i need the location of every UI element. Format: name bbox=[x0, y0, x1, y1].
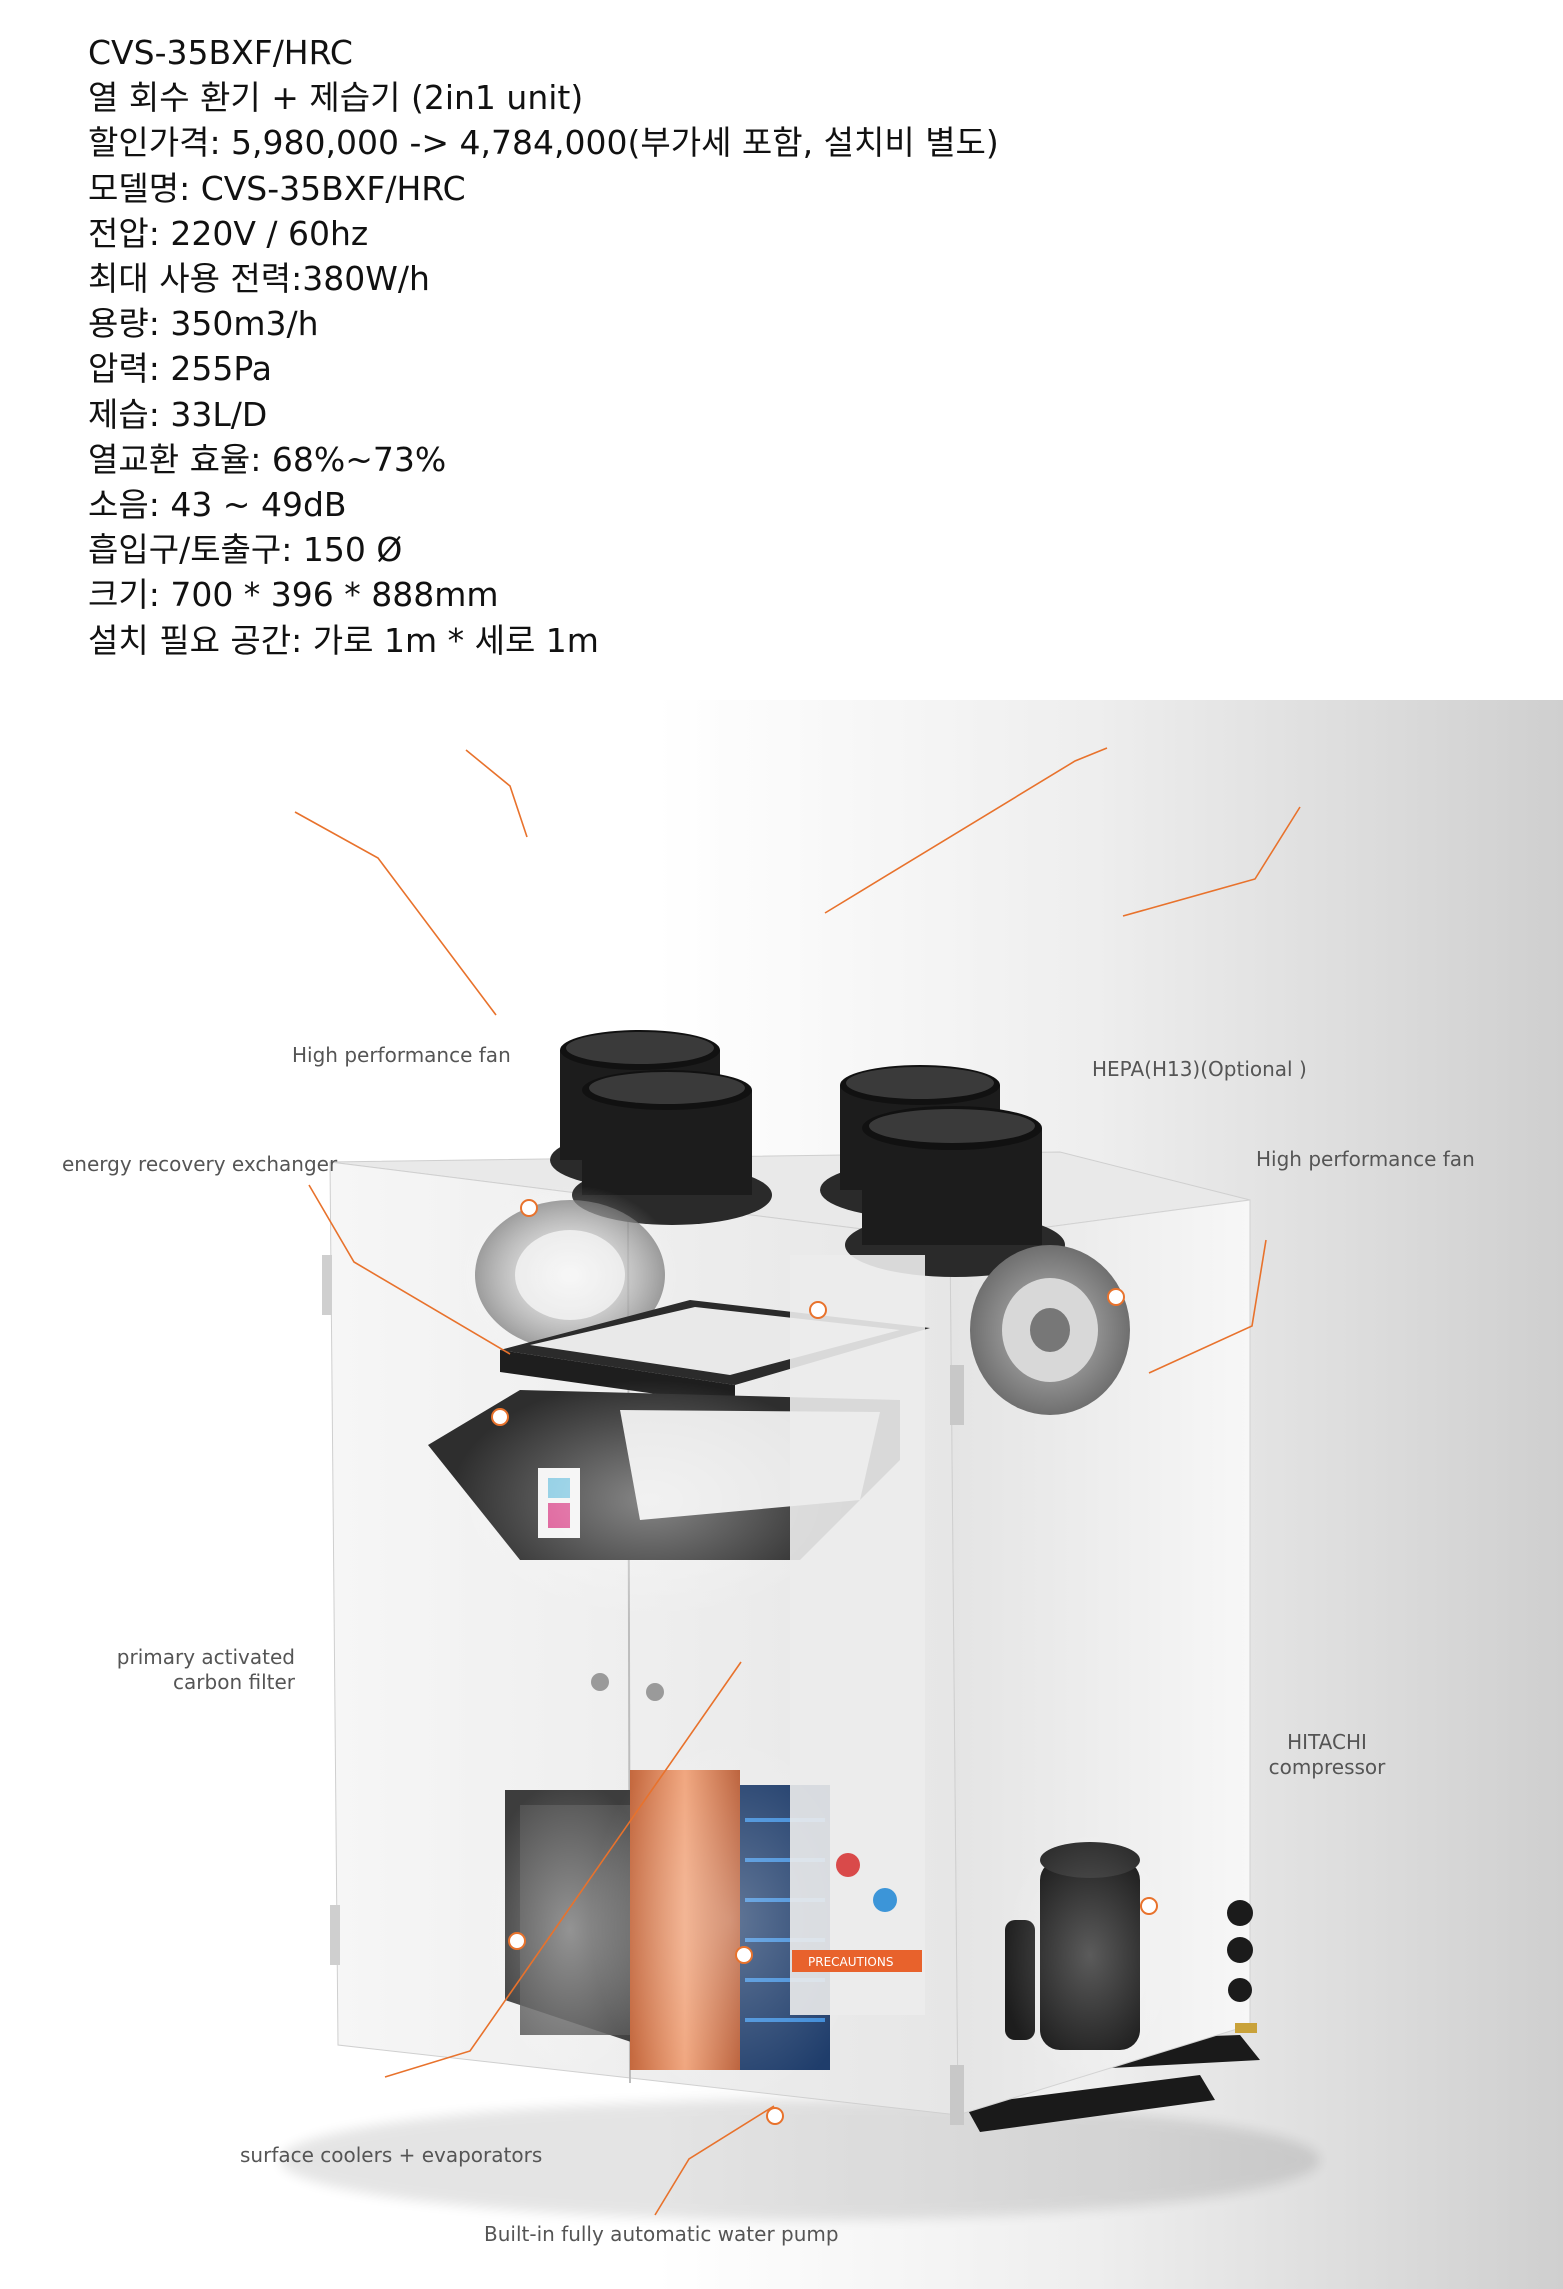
callout-lines bbox=[294, 747, 1301, 2216]
hitachi-compressor bbox=[1000, 1825, 1180, 2085]
fan-right bbox=[970, 1245, 1130, 1415]
spec-efficiency: 열교환 효율: 68%~73% bbox=[88, 439, 447, 479]
spec-capacity: 용량: 350m3/h bbox=[88, 304, 319, 344]
product-illustration: PRECAUTIONS bbox=[0, 700, 1563, 2289]
callout-markers bbox=[491, 1199, 1158, 2125]
spec-dehumidify: 제습: 33L/D bbox=[88, 394, 268, 434]
spec-product-type: 열 회수 환기 + 제습기 (2in1 unit) bbox=[88, 78, 584, 118]
spec-model-name: 모델명: CVS-35BXF/HRC bbox=[88, 168, 466, 208]
spec-list: CVS-35BXF/HRC 열 회수 환기 + 제습기 (2in1 unit) … bbox=[88, 30, 999, 663]
callout-water-pump: Built-in fully automatic water pump bbox=[484, 2222, 839, 2246]
spec-voltage: 전압: 220V / 60hz bbox=[88, 213, 369, 253]
spec-model-title: CVS-35BXF/HRC bbox=[88, 33, 353, 72]
spec-price: 할인가격: 5,980,000 -> 4,784,000(부가세 포함, 설치비… bbox=[88, 123, 999, 163]
callout-carbon-filter-line1: primary activated bbox=[116, 1645, 295, 1669]
callout-surface-coolers: surface coolers + evaporators bbox=[240, 2143, 543, 2167]
side-connectors bbox=[1227, 1900, 1257, 2033]
spec-noise: 소음: 43 ~ 49dB bbox=[88, 485, 347, 525]
spec-inlet-outlet: 흡입구/토출구: 150 Ø bbox=[88, 530, 403, 570]
callout-high-performance-fan-right: High performance fan bbox=[1256, 1147, 1475, 1171]
callout-high-performance-fan-left: High performance fan bbox=[292, 1043, 511, 1067]
callout-hepa: HEPA(H13)(Optional ) bbox=[1092, 1057, 1307, 1081]
callout-energy-recovery-exchanger: energy recovery exchanger bbox=[62, 1152, 338, 1176]
spec-size: 크기: 700 * 396 * 888mm bbox=[88, 575, 499, 615]
callout-carbon-filter-line2: carbon filter bbox=[173, 1670, 295, 1694]
callout-hitachi-compressor: HITACHI compressor bbox=[1237, 1730, 1417, 1780]
callout-hitachi-line1: HITACHI bbox=[1287, 1730, 1367, 1754]
spec-install-space: 설치 필요 공간: 가로 1m * 세로 1m bbox=[88, 620, 599, 660]
spec-pressure: 압력: 255Pa bbox=[88, 349, 272, 389]
spec-max-power: 최대 사용 전력:380W/h bbox=[88, 259, 430, 299]
callout-carbon-filter: primary activated carbon filter bbox=[110, 1645, 295, 1695]
callout-hitachi-line2: compressor bbox=[1268, 1755, 1386, 1779]
precautions-panel: PRECAUTIONS bbox=[790, 1255, 925, 2015]
unit-drawing: PRECAUTIONS bbox=[280, 747, 1320, 2220]
precautions-label: PRECAUTIONS bbox=[808, 1955, 893, 1969]
